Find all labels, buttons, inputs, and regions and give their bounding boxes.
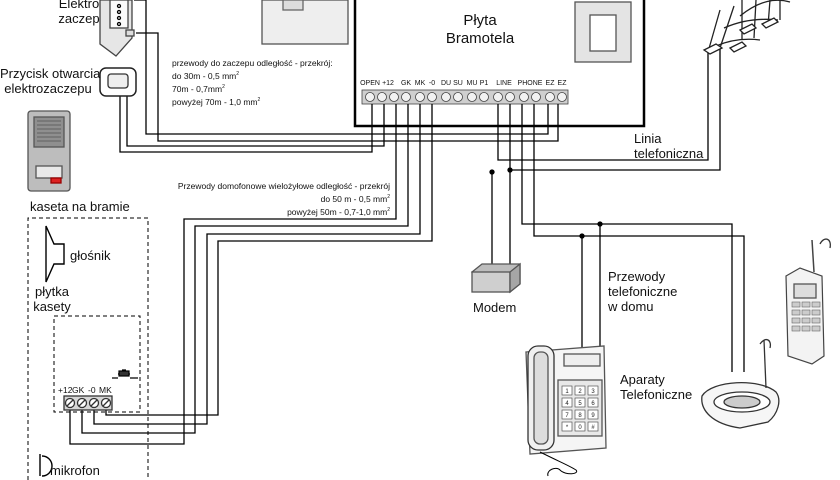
keypad-key-label: * bbox=[566, 425, 569, 431]
button-icon bbox=[99, 67, 137, 97]
terminal-label: DU bbox=[440, 80, 452, 87]
keypad-key bbox=[587, 409, 599, 420]
board-panel bbox=[261, 0, 349, 45]
keypad-key-label: 0 bbox=[578, 425, 582, 431]
keypad-key bbox=[574, 409, 586, 420]
phones-label: Aparaty Telefoniczne bbox=[620, 372, 693, 402]
keypad-key-label: 5 bbox=[578, 401, 582, 407]
terminal-label: P1 bbox=[479, 80, 489, 87]
call-switch-icon bbox=[112, 369, 138, 379]
terminal-label: PHONE bbox=[517, 80, 543, 87]
plate-label: płytka kasety bbox=[33, 284, 71, 314]
microphone-icon bbox=[39, 454, 53, 477]
keypad-key-label: 6 bbox=[591, 401, 595, 407]
terminal-label: SU bbox=[453, 80, 463, 87]
terminal-label: MU bbox=[466, 80, 478, 87]
cordless-phone-icon bbox=[785, 238, 831, 365]
keypad-key bbox=[561, 385, 573, 396]
keypad-key bbox=[574, 421, 586, 432]
board-title: Płyta Bramotela bbox=[445, 12, 515, 47]
keypad-key bbox=[587, 421, 599, 432]
door-strike-icon bbox=[99, 0, 135, 57]
keypad-key bbox=[574, 397, 586, 408]
terminal-label: -0 bbox=[428, 80, 436, 87]
keypad-key bbox=[587, 385, 599, 396]
keypad-key-label: 8 bbox=[578, 413, 582, 419]
phone-keypad: 1 2 3 4 5 6 7 8 9 * 0 # bbox=[561, 385, 599, 432]
terminal-label: OPEN bbox=[360, 80, 380, 87]
keypad-key bbox=[574, 385, 586, 396]
kaseta-label: kaseta na bramie bbox=[30, 199, 130, 214]
gate-intercom-icon bbox=[27, 110, 71, 192]
modem-label: Modem bbox=[473, 300, 517, 315]
kaseta-terminal-label: +12 bbox=[58, 385, 73, 395]
kaseta-terminal-label: GK bbox=[72, 385, 85, 395]
phone-line-label: Linia telefoniczna bbox=[634, 131, 704, 161]
kaseta-terminal-label: MK bbox=[99, 385, 112, 395]
intercom-wiring-note: Przewody domofonowe wielożyłowe odległoś… bbox=[177, 181, 390, 217]
speaker-icon bbox=[45, 225, 65, 283]
house-wires-label: Przewody telefoniczne w domu bbox=[608, 269, 678, 314]
keypad-key-label: 2 bbox=[578, 389, 582, 395]
button-label: Przycisk otwarcia elektrozaczepu bbox=[0, 66, 101, 96]
keypad-key-label: 3 bbox=[591, 389, 595, 395]
keypad-key bbox=[561, 421, 573, 432]
keypad-key-label: # bbox=[591, 425, 595, 431]
terminal-label: +12 bbox=[382, 80, 394, 87]
telephone-pole-icon bbox=[702, 0, 791, 55]
speaker-label: głośnik bbox=[70, 248, 111, 263]
strike-wiring-note: przewody do zaczepu odległość - przekrój… bbox=[172, 58, 333, 107]
terminal-strip bbox=[361, 89, 569, 105]
terminal-label: EZ bbox=[557, 80, 567, 87]
board-outline bbox=[353, 0, 646, 128]
keypad-key-label: 7 bbox=[565, 413, 569, 419]
kaseta-terminal-block bbox=[63, 395, 113, 411]
keypad-key bbox=[561, 409, 573, 420]
terminal-label: LINE bbox=[496, 80, 512, 87]
cordless-base-icon bbox=[701, 339, 780, 429]
door-strike-label: Elektro zaczep bbox=[58, 0, 100, 26]
terminal-label: EZ bbox=[545, 80, 555, 87]
kaseta-terminal-label: -0 bbox=[88, 385, 96, 395]
keypad-key-label: 9 bbox=[591, 413, 595, 419]
keypad-key-label: 4 bbox=[565, 401, 569, 407]
keypad-key bbox=[561, 397, 573, 408]
terminal-label: GK bbox=[400, 80, 412, 87]
modem-icon bbox=[470, 262, 521, 294]
kaseta-pcb bbox=[53, 315, 141, 413]
kaseta-box bbox=[27, 217, 149, 480]
terminal-label: MK bbox=[414, 80, 426, 87]
keypad-key-label: 1 bbox=[565, 389, 569, 395]
keypad-key bbox=[587, 397, 599, 408]
microphone-label: mikrofon bbox=[50, 463, 100, 478]
